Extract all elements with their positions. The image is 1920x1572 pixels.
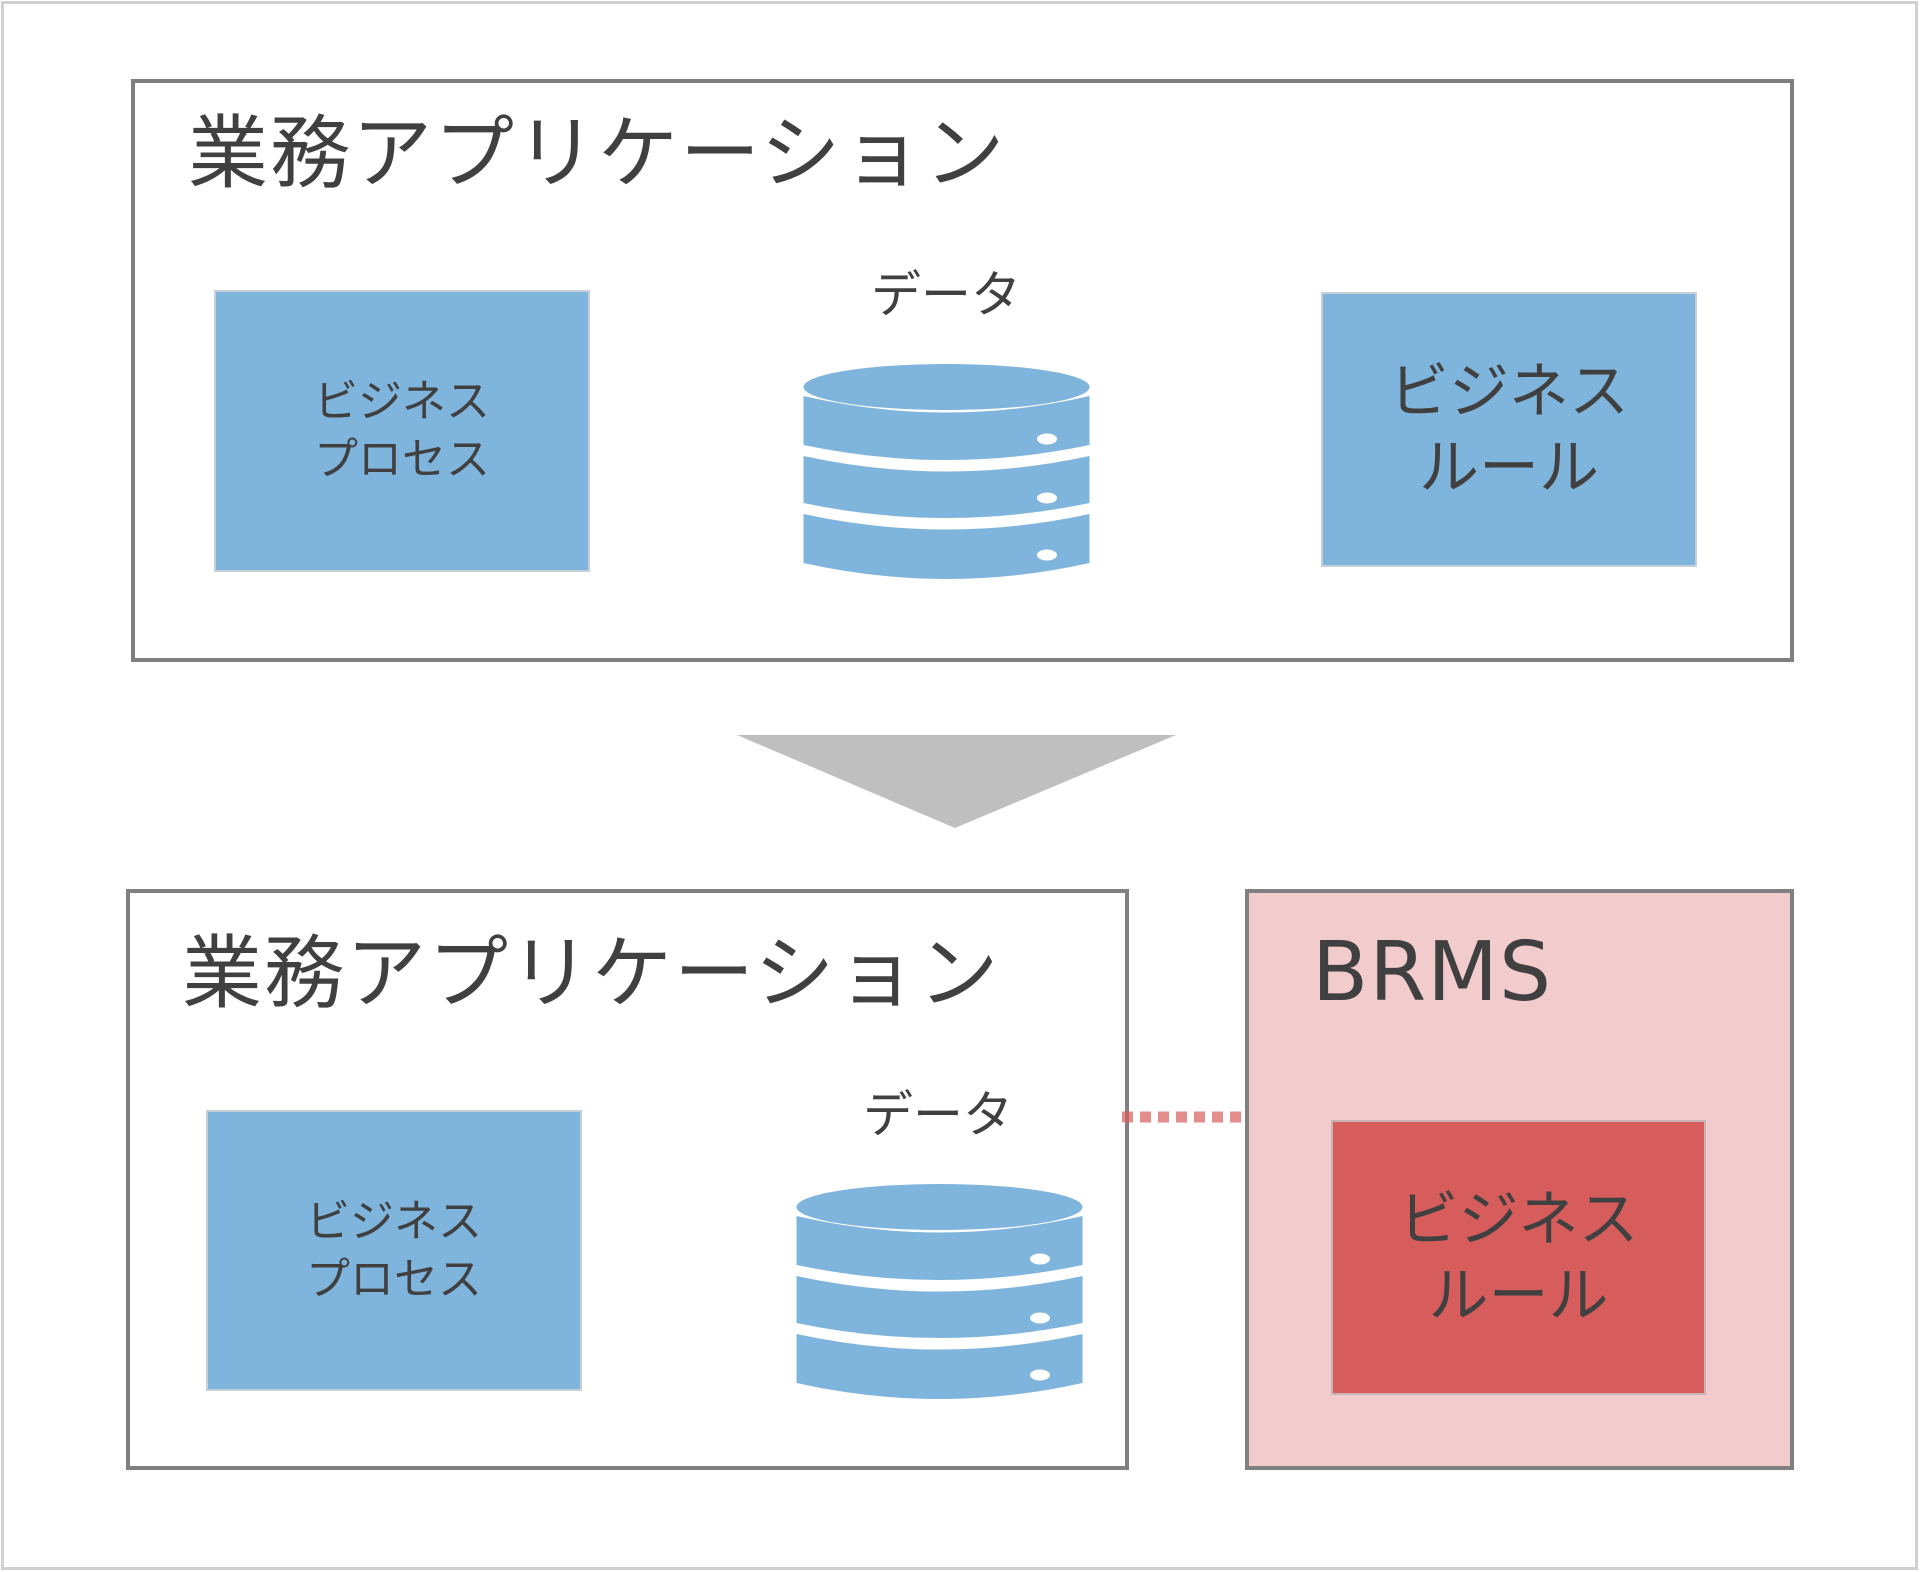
business-rule-box-brms: ビジネス ルール [1331,1120,1706,1395]
business-process-label: ビジネス プロセス [306,1195,482,1305]
business-process-label: ビジネス プロセス [314,376,490,485]
business-rule-label: ビジネス ルール [1398,1184,1639,1331]
dotted-connector [1122,1111,1254,1123]
business-process-box-after: ビジネス プロセス [206,1110,582,1391]
app-title-after: 業務アプリケーション [182,927,1001,1020]
data-label-before: データ [871,266,1021,324]
app-title-before: 業務アプリケーション [188,107,1007,200]
business-process-box-before: ビジネス プロセス [214,290,590,572]
database-icon [796,1184,1083,1399]
brms-title: BRMS [1312,925,1553,1020]
business-rule-label: ビジネス ルール [1389,356,1629,503]
data-label-after: データ [863,1086,1013,1144]
business-rule-box-before: ビジネス ルール [1321,292,1697,567]
arrow-down-icon [737,735,1176,828]
database-icon [803,364,1090,579]
